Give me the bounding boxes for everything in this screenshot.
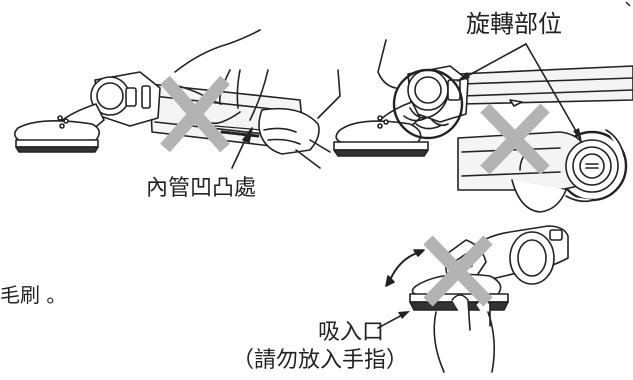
hand-lower-sleeve <box>295 139 331 169</box>
hand-right-lower <box>511 129 625 213</box>
left-illustration <box>14 29 341 169</box>
hand-upper <box>174 29 269 125</box>
corner-mark <box>625 1 631 7</box>
hand-right-upper-fingers <box>403 115 441 130</box>
highlight-circle-upper <box>392 68 464 140</box>
arrow-icon <box>456 72 582 142</box>
rotate-part-label: 旋轉部位 <box>466 10 562 38</box>
finger-warning-label: （請勿放入手指） <box>232 348 409 373</box>
hand-lower <box>258 107 320 155</box>
arrow-icon <box>231 127 253 169</box>
cross-mark-icon <box>423 235 493 307</box>
hand-bottom <box>433 294 496 373</box>
extension-tube-right <box>457 65 633 107</box>
hand-lower-detail <box>263 69 341 145</box>
cross-mark-icon <box>480 103 550 175</box>
inner-tube-bump-label: 內管凹凸處 <box>146 176 257 201</box>
brush-head-left <box>14 115 100 153</box>
cross-mark-icon <box>160 75 230 153</box>
suction-inlet-label: 吸入口 <box>318 320 385 345</box>
brush-text-fragment: 毛刷 。 <box>0 283 67 307</box>
right-illustration <box>333 39 633 213</box>
rotating-knob <box>565 139 619 193</box>
pointer-lines <box>459 43 581 139</box>
brush-head-right <box>333 115 429 157</box>
rotate-arrow-icon <box>385 249 425 287</box>
arrow-icon <box>377 311 410 329</box>
hand-right-upper <box>377 39 449 127</box>
bottom-illustration <box>377 225 569 373</box>
joint-coupling <box>90 71 161 127</box>
